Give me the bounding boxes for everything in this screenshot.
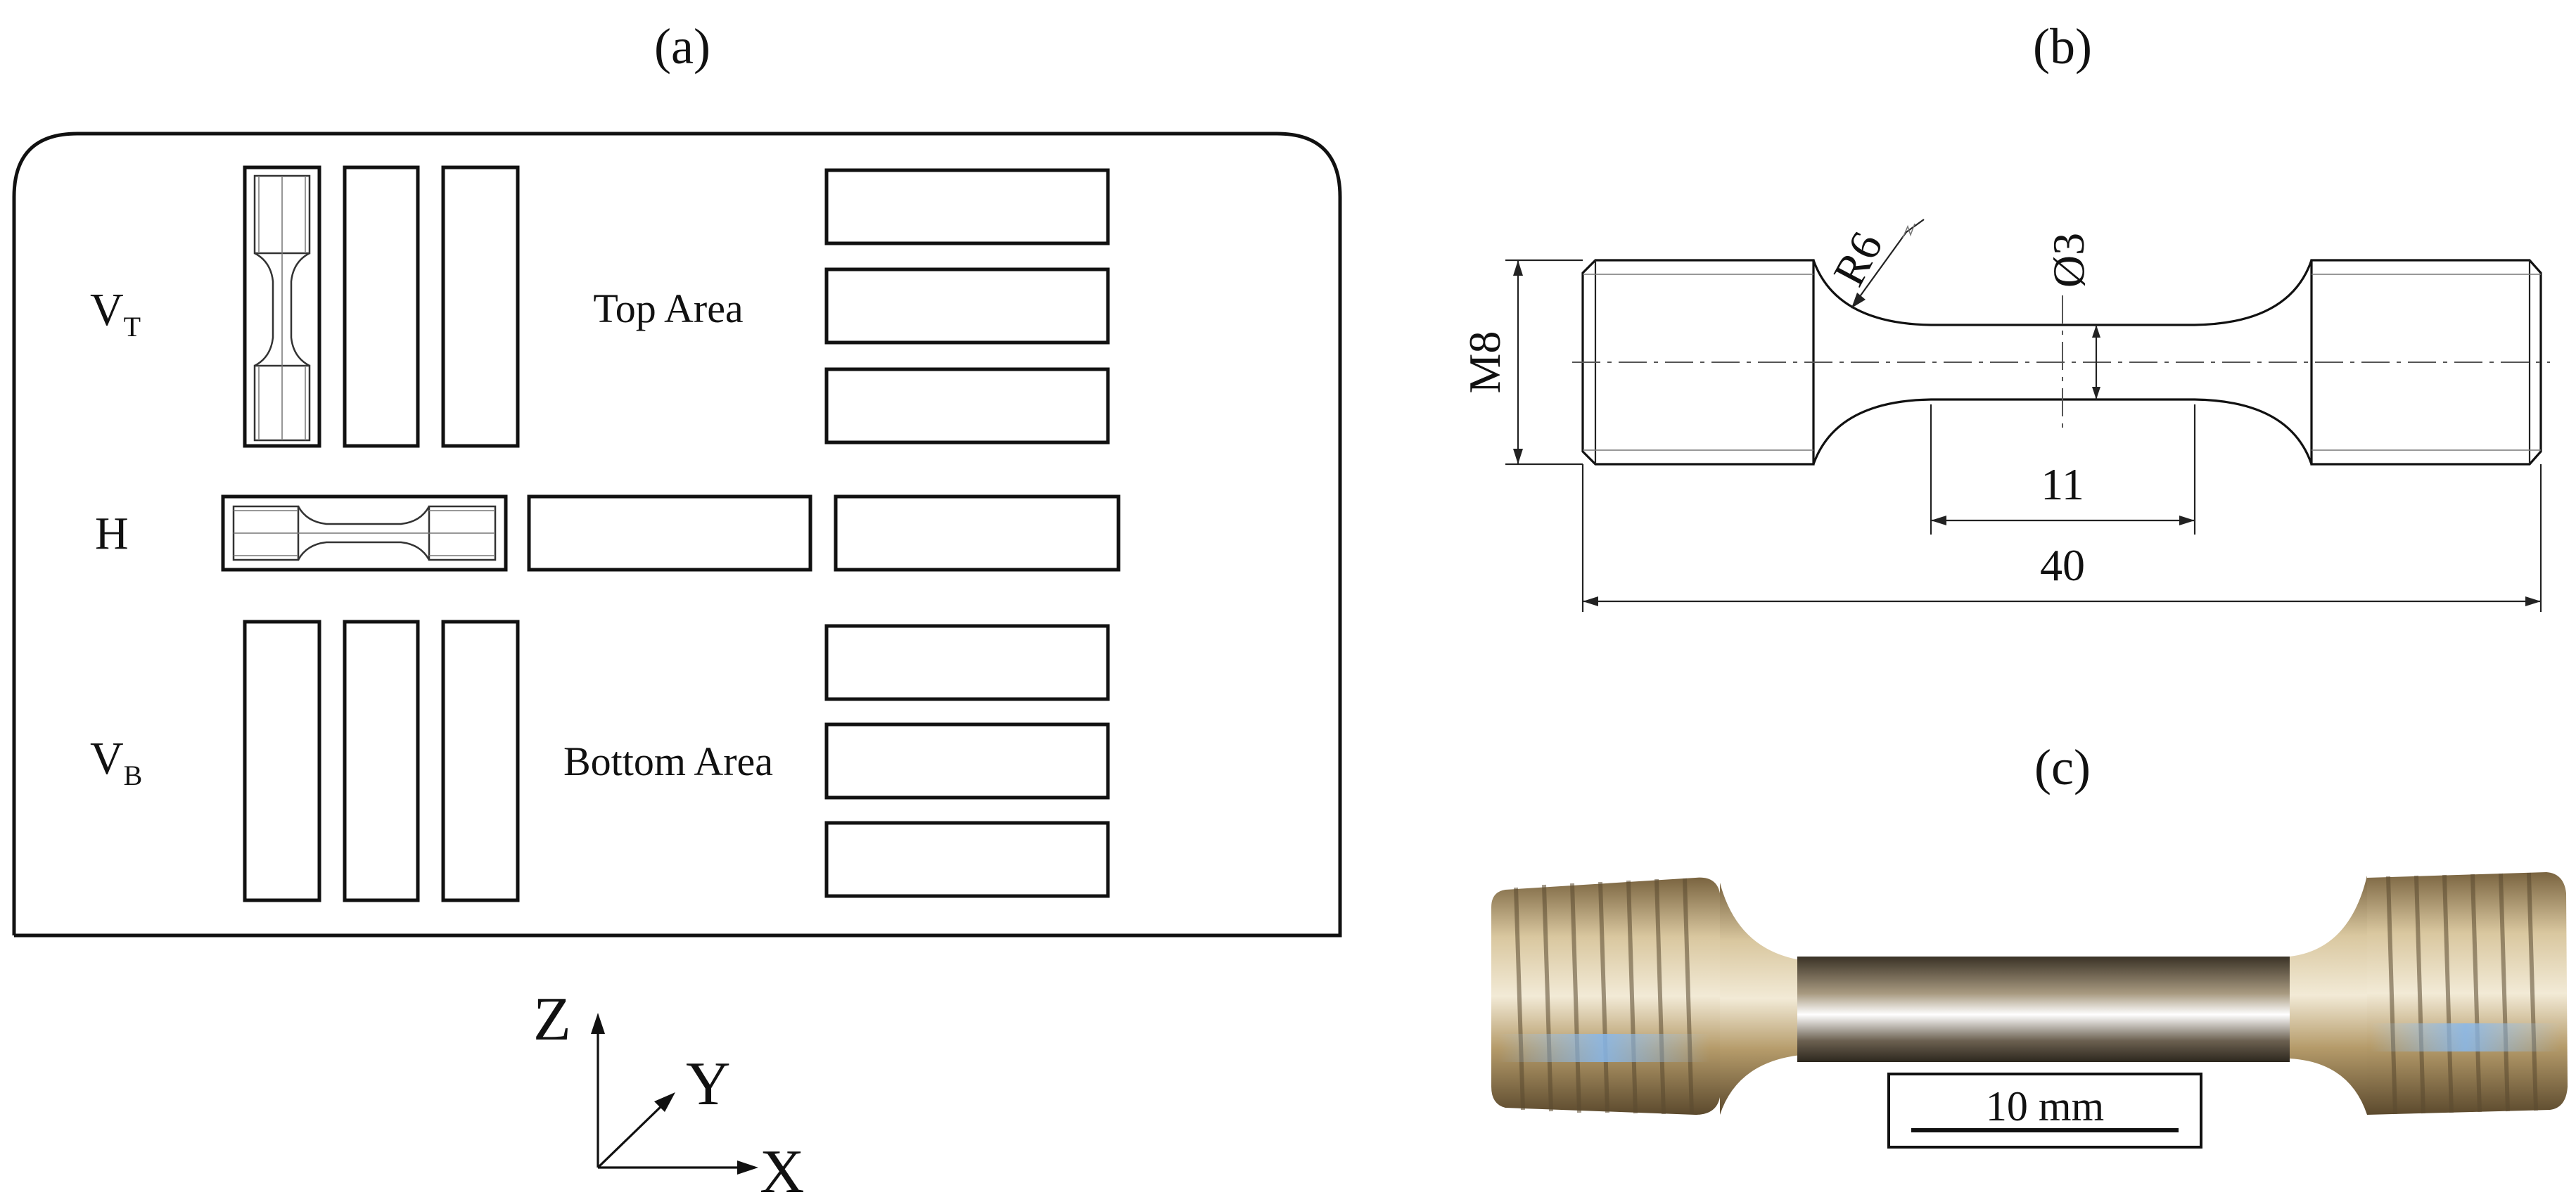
dim-diameter: Ø3 <box>2043 233 2093 288</box>
specimen-bottom-2 <box>824 722 1110 800</box>
left-thread-ridges <box>1514 878 1694 1115</box>
panel-a: (a) Top Area <box>12 18 1342 1202</box>
panel-c-label: (c) <box>2034 739 2091 795</box>
axis-x-label: X <box>760 1138 805 1202</box>
specimen-h-2 <box>527 494 812 572</box>
top-area-label: Top Area <box>593 286 743 331</box>
bottom-area-specimens <box>824 624 1110 898</box>
specimen-top-1 <box>824 168 1110 245</box>
right-reflection <box>2371 1023 2561 1051</box>
row-label-vt: VT <box>90 284 141 343</box>
right-fillet <box>2290 876 2367 1115</box>
panel-c: (c) <box>1491 739 2568 1149</box>
specimen-vb-2 <box>343 620 420 902</box>
panel-b-label: (b) <box>2033 18 2092 75</box>
horizontal-specimen-sketch <box>232 505 497 561</box>
scale-bar: 10 mm <box>1887 1073 2202 1149</box>
specimen-vb-3 <box>441 620 520 902</box>
vertical-top-specimens <box>243 165 520 448</box>
dim-thread-m8: M8 <box>1460 331 1510 394</box>
specimen-vt-3 <box>441 165 520 448</box>
y-arrow-head-icon <box>654 1092 675 1112</box>
vertical-specimen-sketch <box>253 174 311 442</box>
upper-profile <box>1812 260 2313 326</box>
vertical-bottom-specimens <box>243 620 520 902</box>
bottom-area-label: Bottom Area <box>563 739 773 784</box>
top-area-specimens <box>824 168 1110 445</box>
row-label-h: H <box>95 508 129 559</box>
specimen-vt-1 <box>243 165 321 448</box>
specimen-h-1 <box>221 494 508 572</box>
dim-radius: R6 <box>1823 224 1892 293</box>
specimen-h-3 <box>834 494 1121 572</box>
right-threaded-end <box>2367 872 2568 1115</box>
specimen-top-2 <box>824 267 1110 345</box>
left-reflection <box>1498 1034 1709 1062</box>
gauge-section <box>1797 957 2290 1062</box>
left-fillet <box>1720 883 1801 1115</box>
panel-a-label: (a) <box>654 18 710 75</box>
x-arrow-head-icon <box>737 1161 758 1175</box>
build-plate-outline <box>12 132 1342 938</box>
specimen-bottom-3 <box>824 821 1110 898</box>
scale-bar-box <box>1887 1073 2202 1149</box>
specimen-top-3 <box>824 367 1110 445</box>
coordinate-axes: Z Y X <box>533 985 805 1202</box>
z-arrow-head-icon <box>591 1013 605 1034</box>
technical-drawing: M8 Ø3 R6 11 40 <box>1460 219 2550 612</box>
panel-b: (b) M8 <box>1460 18 2550 612</box>
scale-bar-label: 10 mm <box>1986 1083 2104 1130</box>
specimen-vb-1 <box>243 620 321 902</box>
dim-gauge-length: 11 <box>2041 459 2084 509</box>
axis-z-label: Z <box>533 985 571 1054</box>
specimen-vt-2 <box>343 165 420 448</box>
axis-y-label: Y <box>686 1050 731 1118</box>
right-thread-ridges <box>2386 872 2538 1115</box>
specimen-photo <box>1491 872 2568 1115</box>
dim-total-length: 40 <box>2040 540 2085 590</box>
row-label-vb: VB <box>90 733 142 791</box>
horizontal-specimens <box>221 494 1121 572</box>
specimen-bottom-1 <box>824 624 1110 701</box>
